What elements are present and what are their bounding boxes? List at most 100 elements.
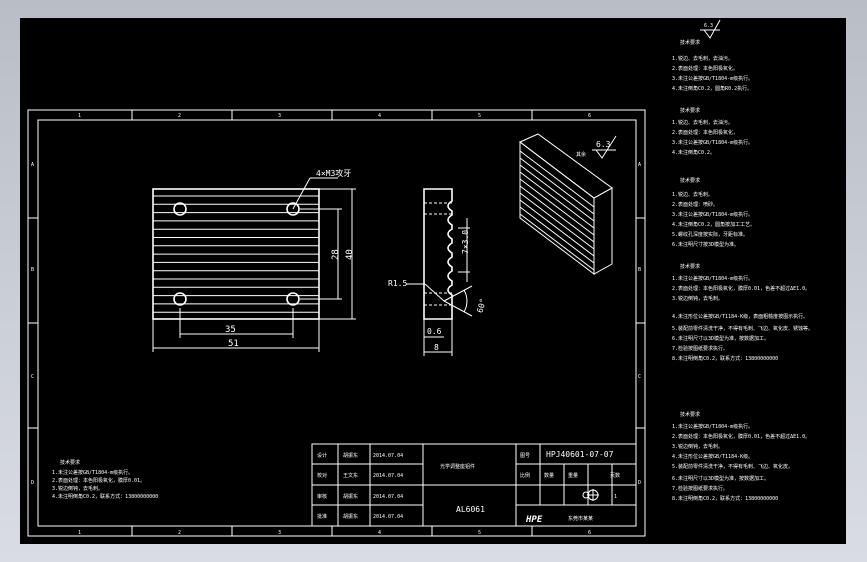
tb-material: AL6061	[456, 505, 485, 514]
iso-fin-line	[519, 192, 595, 250]
zone-right-c: C	[638, 374, 641, 380]
side-notes-line: 4.未注形位公差按GB/T1184-K级。	[672, 453, 753, 460]
tb-checker-date: 2014.07.04	[373, 473, 403, 479]
zone-bottom-5: 5	[478, 530, 481, 536]
isometric-view	[519, 133, 613, 276]
iso-fin-line	[519, 206, 595, 264]
zone-bottom-4: 4	[378, 530, 381, 536]
frame-notes-line: 1.未注公差按GB/T1804-m级执行。	[52, 469, 133, 476]
tb-drawing-no: HPJ40601-07-07	[546, 450, 614, 459]
side-notes-line: 4.未注倒角C0.2。	[672, 149, 715, 156]
zone-ticks	[28, 110, 645, 536]
frame-notes-title: 技术要求	[60, 459, 80, 466]
iso-finish-note: 其余	[576, 151, 586, 158]
dim-40	[319, 188, 356, 320]
tb-scale-label: 比例	[520, 472, 530, 479]
side-notes-title: 技术要求	[680, 107, 700, 114]
side-notes-title: 技术要求	[680, 39, 700, 46]
dim-8-text: 8	[434, 343, 439, 352]
drawing-canvas: 1 2 3 4 5 6 1 2 3 4 5 6 A B C D A B C D …	[27, 19, 813, 537]
zone-left-d: D	[31, 480, 34, 486]
zone-bottom-1: 1	[78, 530, 81, 536]
zone-top-3: 3	[278, 113, 281, 119]
tb-reviewer-name: 胡振东	[343, 493, 358, 500]
tb-approver-date: 2014.07.04	[373, 514, 403, 520]
side-notes-line: 2.表面处理：本色阳极氧化，膜厚0.01，色差不超过ΔE1.0。	[672, 433, 810, 440]
side-notes-title: 技术要求	[680, 177, 700, 184]
drawing-viewport[interactable]: 1 2 3 4 5 6 1 2 3 4 5 6 A B C D A B C D …	[20, 18, 846, 544]
side-notes-line: 1.锐边、去毛刺，去油污。	[672, 119, 733, 126]
dim-35	[179, 308, 294, 338]
tb-company: 东莞市某某	[568, 515, 593, 522]
side-notes-line: 3.未注公差按GB/T1804-m级执行。	[672, 75, 753, 82]
tb-qty-label: 数量	[544, 472, 554, 479]
tb-page-label: 页数	[610, 472, 620, 479]
side-finish-value: 6.3	[704, 23, 713, 29]
tb-approver-name: 胡振东	[343, 513, 358, 520]
side-notes-line: 6.未注明尺寸以3D模型为准，按数据加工。	[672, 475, 769, 482]
side-notes-line: 7.检验按图纸要求执行。	[672, 485, 728, 492]
zone-left-c: C	[31, 374, 34, 380]
tb-weight-label: 重量	[568, 472, 578, 479]
side-notes-line: 2.表面处理：本色阳极氧化。	[672, 65, 738, 72]
side-notes-line: 3.未注公差按GB/T1804-m级执行。	[672, 211, 753, 218]
side-notes-1: 6.3 技术要求 1.锐边、去毛刺，去油污。 2.表面处理：本色阳极氧化。 3.…	[672, 19, 753, 92]
side-notes-line: 3.锐边倒钝，去毛刺。	[672, 443, 723, 450]
side-notes-4: 技术要求 1.未注公差按GB/T1804-m级执行。 2.表面处理：本色阳极氧化…	[672, 263, 813, 362]
tb-approver-role: 批准	[317, 513, 327, 520]
dim-35-text: 35	[225, 325, 236, 335]
dim-40-text: 40	[345, 249, 355, 260]
zone-labels: 1 2 3 4 5 6 1 2 3 4 5 6 A B C D A B C D	[31, 113, 641, 536]
side-notes-3: 技术要求 1.锐边、去毛刺。 2.表面处理：喷砂。 3.未注公差按GB/T180…	[672, 177, 755, 248]
zone-bottom-3: 3	[278, 530, 281, 536]
zone-right-b: B	[638, 267, 641, 273]
frame-notes-line: 4.未注明倒角C0.2，联系方式：13800000000	[52, 493, 158, 500]
tb-designer-role: 设计	[317, 452, 327, 459]
side-notes-line: 1.锐边、去毛刺，去油污。	[672, 55, 733, 62]
tb-checker-name: 王文东	[343, 472, 358, 479]
side-notes-line: 4.未注形位公差按GB/T1184-K级，表面粗糙度按图示执行。	[672, 313, 808, 320]
side-notes-line: 5.螺纹孔深度按实际，牙距标准。	[672, 231, 748, 238]
iso-finish-value: 6.3	[596, 140, 611, 149]
side-notes-line: 6.未注明尺寸以3D模型为准，按数据加工。	[672, 335, 769, 342]
zone-right-a: A	[638, 162, 641, 168]
tb-reviewer-role: 审核	[317, 493, 327, 500]
side-notes-line: 4.未注倒角C0.2，圆角按加工工艺。	[672, 221, 755, 228]
side-notes-line: 4.未注倒角C0.2，圆角R0.2执行。	[672, 85, 752, 92]
title-block	[311, 443, 637, 527]
hole-callout: 4×M3攻牙	[316, 168, 351, 178]
iso-fin-line	[519, 178, 595, 236]
side-notes-line: 2.表面处理：本色阳极氧化，	[672, 129, 738, 136]
side-notes-line: 8.未注明倒角C0.2，联系方式：13800000000	[672, 355, 778, 362]
dim-51-text: 51	[228, 339, 239, 349]
tb-scale-value: 1	[614, 494, 617, 500]
iso-fin-line	[519, 150, 595, 208]
zone-left-b: B	[31, 267, 34, 273]
tb-logo: HPE	[525, 515, 543, 525]
dim-pitch-text: 7×3.0	[461, 230, 470, 254]
inner-frame	[37, 119, 637, 527]
side-notes-title: 技术要求	[680, 411, 700, 418]
zone-bottom-6: 6	[588, 530, 591, 536]
tb-part-name: 光学调整座铝件	[440, 463, 475, 470]
side-notes-line: 3.未注公差按GB/T1804-m级执行。	[672, 139, 753, 146]
zone-bottom-2: 2	[178, 530, 181, 536]
tb-drawing-label: 图号	[520, 453, 530, 459]
zone-top-5: 5	[478, 113, 481, 119]
iso-finish-symbol	[592, 135, 617, 159]
iso-fin-line	[519, 185, 595, 243]
dim-06-text: 0.6	[427, 327, 442, 336]
zone-left-a: A	[31, 162, 34, 168]
side-notes-line: 1.锐边、去毛刺。	[672, 191, 713, 198]
iso-fin-line	[519, 164, 595, 222]
side-notes-line: 3.锐边倒钝，去毛刺。	[672, 295, 723, 302]
dim-51	[152, 319, 320, 352]
frame-notes: 技术要求 1.未注公差按GB/T1804-m级执行。 2.表面处理：本色阳极氧化…	[52, 459, 158, 500]
dim-28	[300, 208, 342, 300]
zone-top-4: 4	[378, 113, 381, 119]
zone-right-d: D	[638, 480, 641, 486]
tb-designer-date: 2014.07.04	[373, 453, 403, 459]
iso-fin-line	[519, 171, 595, 229]
zone-top-1: 1	[78, 113, 81, 119]
